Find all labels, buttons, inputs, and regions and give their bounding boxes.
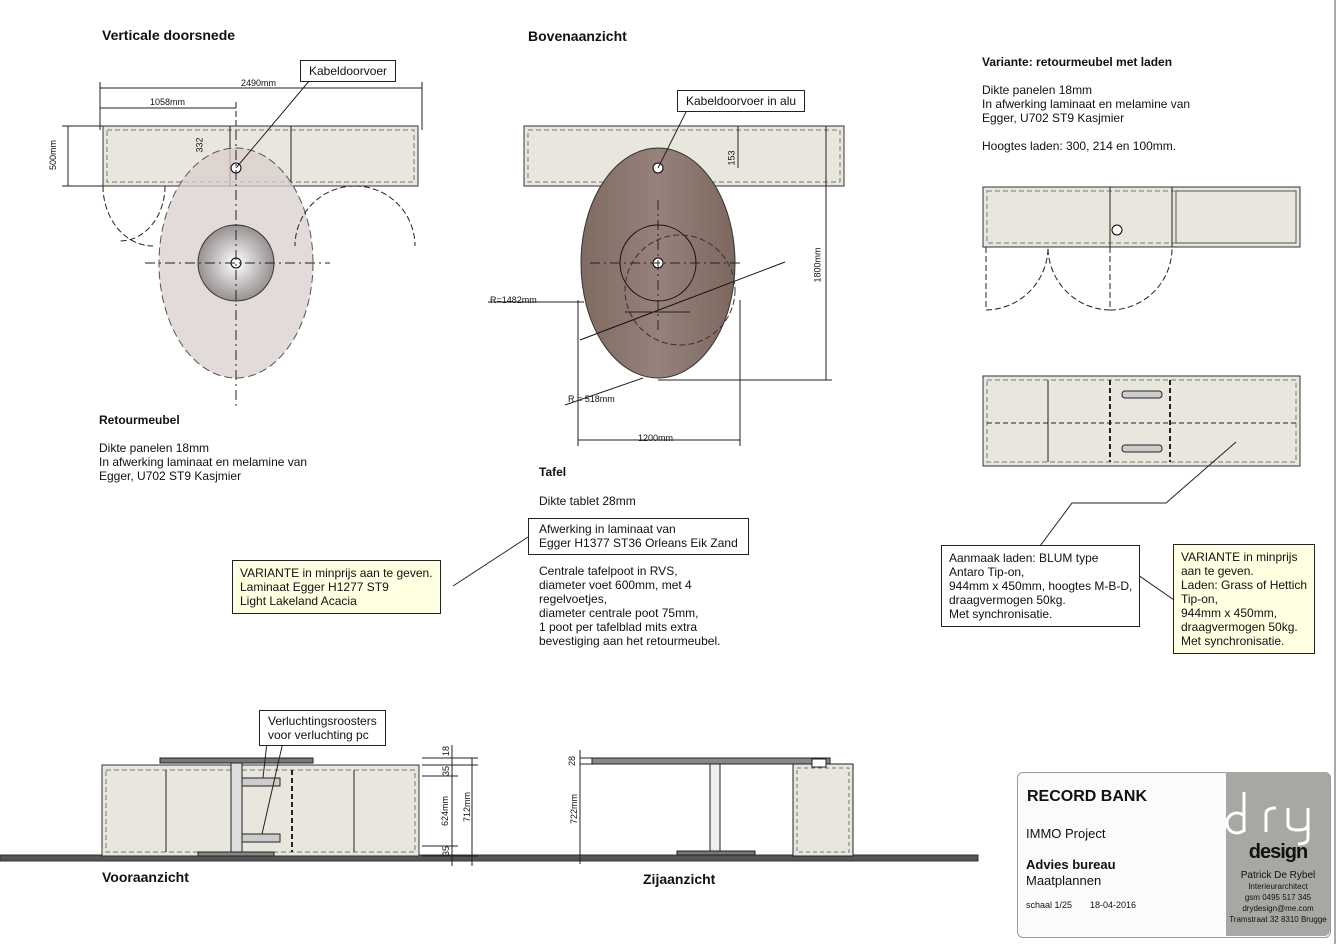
date-label: 18-04-2016 xyxy=(1090,900,1137,910)
variant-drawers-line: Dikte panelen 18mm xyxy=(982,83,1093,97)
dim-2490: 2490mm xyxy=(241,78,277,88)
variant-grass-note: VARIANTE in minprijs aan te geven. Laden… xyxy=(1173,544,1316,654)
ventilation-line-2: voor verluchting pc xyxy=(268,728,369,742)
project-name: IMMO Project xyxy=(1026,826,1106,841)
tafel-detail-line: bevestiging aan het retourmeubel. xyxy=(539,634,721,648)
dim-r518: R = 518mm xyxy=(568,394,615,404)
cable-alu-callout: Kabeldoorvoer in alu xyxy=(677,90,806,112)
vertical-section-title: Verticale doorsnede xyxy=(102,27,236,43)
dim-500: 500mm xyxy=(48,139,59,171)
note-line: Met synchronisatie. xyxy=(949,607,1053,621)
variant-drawers-line: In afwerking laminaat en melamine van xyxy=(982,97,1191,111)
note-line: Antaro Tip-on, xyxy=(949,565,1025,579)
svg-text:design: design xyxy=(1249,841,1307,862)
note-line: Tip-on, xyxy=(1181,592,1218,606)
retourmeubel-title: Retourmeubel xyxy=(99,413,180,427)
blum-note: Aanmaak laden: BLUM type Antaro Tip-on, … xyxy=(941,545,1141,627)
front-view-title: Vooraanzicht xyxy=(102,869,189,885)
front-view-drawing xyxy=(0,741,979,866)
note-line: Laminaat Egger H1277 ST9 xyxy=(240,580,389,594)
note-line: draagvermogen 50kg. xyxy=(949,593,1066,607)
designer-role: Interieurarchitect xyxy=(1248,882,1308,891)
scale-label: schaal 1/25 xyxy=(1026,900,1073,910)
dim-28: 28 xyxy=(567,755,578,767)
tafel-finish-line: Egger H1377 ST36 Orleans Eik Zand xyxy=(539,536,738,550)
dim-1800: 1800mm xyxy=(812,247,823,283)
tafel-finish-line: Afwerking in laminaat van xyxy=(539,522,676,536)
side-view-drawing xyxy=(579,750,854,864)
note-line: 944mm x 450mm, hoogtes M-B-D, xyxy=(949,579,1133,593)
variant-drawers-title: Variante: retourmeubel met laden xyxy=(982,55,1173,69)
retourmeubel-block: Retourmeubel Dikte panelen 18mm In afwer… xyxy=(99,413,307,483)
note-line: aan te geven. xyxy=(1181,564,1254,578)
tafel-title: Tafel xyxy=(539,465,567,479)
dim-35-bottom: 35 xyxy=(441,845,452,857)
variant-drawers-line: Egger, U702 ST9 Kasjmier xyxy=(982,111,1125,125)
tafel-detail-line: regelvoetjes, xyxy=(539,592,608,606)
note-line: Light Lakeland Acacia xyxy=(240,594,357,608)
tafel-detail-line: Centrale tafelpoot in RVS, xyxy=(539,564,678,578)
note-line: VARIANTE in minprijs xyxy=(1181,550,1298,564)
top-view-drawing xyxy=(488,107,845,446)
dim-624: 624mm xyxy=(440,795,451,827)
client-name: RECORD BANK xyxy=(1027,788,1147,805)
dim-18: 18 xyxy=(441,745,452,757)
note-line: Aanmaak laden: BLUM type xyxy=(949,551,1099,565)
service-sub: Maatplannen xyxy=(1026,873,1102,888)
note-line: draagvermogen 50kg. xyxy=(1181,620,1298,634)
note-line: VARIANTE in minprijs aan te geven. xyxy=(240,566,433,580)
retourmeubel-line: In afwerking laminaat en melamine van xyxy=(99,455,308,469)
tafel-detail-line: 1 poot per tafelblad mits extra xyxy=(539,620,698,634)
variant-laminate-note: VARIANTE in minprijs aan te geven. Lamin… xyxy=(232,560,441,614)
dry-design-logo-icon: design xyxy=(1226,792,1310,862)
dim-722: 722mm xyxy=(569,793,580,825)
side-view-title: Zijaanzicht xyxy=(643,871,716,887)
variant-drawers-line: Hoogtes laden: 300, 214 en 100mm. xyxy=(982,139,1177,153)
service-name: Advies bureau xyxy=(1026,857,1116,872)
designer-address: Tramstraat 32 8310 Brugge xyxy=(1229,915,1327,924)
designer-phone: gsm 0495 517 345 xyxy=(1244,893,1312,902)
note-line: 944mm x 450mm, xyxy=(1181,606,1278,620)
dim-r1482: R=1482mm xyxy=(490,295,537,305)
tafel-details: Centrale tafelpoot in RVS, diameter voet… xyxy=(539,564,720,648)
designer-name: Patrick De Rybel xyxy=(1240,870,1316,881)
tafel-detail-line: diameter centrale poot 75mm, xyxy=(539,606,699,620)
dim-153: 153 xyxy=(726,150,737,166)
variant-cabinet-front xyxy=(982,375,1301,547)
cable-callout: Kabeldoorvoer xyxy=(300,60,397,82)
designer-logo-panel: design Patrick De Rybel Interieurarchite… xyxy=(1226,772,1330,936)
tafel-detail-line: diameter voet 600mm, met 4 xyxy=(539,578,692,592)
tafel-finish-box: Afwerking in laminaat van Egger H1377 ST… xyxy=(528,518,749,555)
variant-drawers-block: Variante: retourmeubel met laden Dikte p… xyxy=(982,55,1190,153)
note-line: Met synchronisatie. xyxy=(1181,634,1285,648)
dim-1200: 1200mm xyxy=(638,433,674,443)
variant-drawers-line xyxy=(982,125,1190,139)
dim-712: 712mm xyxy=(462,791,473,823)
variant-cabinet-top xyxy=(982,186,1301,311)
designer-email: drydesign@me.com xyxy=(1242,904,1314,913)
ventilation-line-1: Verluchtingsroosters xyxy=(268,714,377,728)
dim-35-top: 35 xyxy=(441,765,452,777)
dim-1058: 1058mm xyxy=(150,97,186,107)
tafel-thickness: Dikte tablet 28mm xyxy=(539,494,636,508)
ventilation-callout: Verluchtingsroosters voor verluchting pc xyxy=(259,710,386,746)
top-view-title: Bovenaanzicht xyxy=(528,28,627,44)
dim-332: 332 xyxy=(194,137,205,153)
vertical-section-drawing xyxy=(62,79,423,410)
retourmeubel-line: Dikte panelen 18mm xyxy=(99,441,210,455)
note-line: Laden: Grass of Hettich xyxy=(1181,578,1308,592)
retourmeubel-line: Egger, U702 ST9 Kasjmier xyxy=(99,469,242,483)
